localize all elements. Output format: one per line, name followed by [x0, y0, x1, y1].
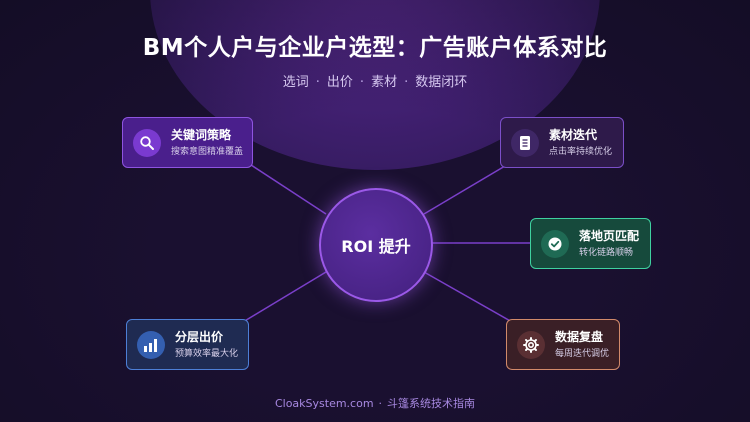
- check-circle-icon: [541, 229, 569, 258]
- connector-data-review: [423, 271, 513, 323]
- card-description: 每周迭代调优: [555, 348, 610, 359]
- footer-separator: ·: [378, 397, 383, 410]
- card-data-review: 数据复盘 每周迭代调优: [506, 319, 620, 370]
- card-creative-iteration: 素材迭代 点击率持续优化: [500, 117, 624, 168]
- card-title: 落地页匹配: [579, 228, 640, 243]
- footer-guide-text: 斗篷系统技术指南: [387, 397, 476, 410]
- card-title: 素材迭代: [549, 127, 598, 142]
- subtitle-item-keywords: 选词: [282, 75, 309, 90]
- document-icon: [511, 128, 539, 157]
- gear-icon: [517, 330, 545, 359]
- subtitle: 选词 · 出价 · 素材 · 数据闭环: [0, 71, 750, 90]
- card-description: 转化链路顺畅: [579, 247, 634, 258]
- card-title: 分层出价: [175, 329, 224, 344]
- card-description: 搜索意图精准覆盖: [171, 146, 244, 157]
- card-description: 预算效率最大化: [175, 348, 239, 359]
- roi-hub: ROI 提升: [319, 188, 433, 302]
- page-title: BM个人户与企业户选型：广告账户体系对比: [142, 35, 608, 61]
- card-landing-page-match: 落地页匹配 转化链路顺畅: [530, 218, 651, 269]
- subtitle-item-creative: 素材: [371, 75, 398, 90]
- subtitle-separator: ·: [315, 75, 320, 90]
- bar-chart-icon: [137, 330, 165, 359]
- footer-site-link[interactable]: CloakSystem.com: [274, 397, 374, 410]
- card-title: 关键词策略: [171, 127, 232, 142]
- card-tiered-bidding: 分层出价 预算效率最大化: [126, 319, 249, 370]
- card-keyword-strategy: 关键词策略 搜索意图精准覆盖: [122, 117, 253, 168]
- search-icon: [133, 128, 161, 157]
- connector-keywords: [247, 162, 327, 215]
- subtitle-item-bidding: 出价: [326, 75, 353, 90]
- card-description: 点击率持续优化: [549, 146, 613, 157]
- footer: CloakSystem.com · 斗篷系统技术指南: [0, 395, 750, 411]
- card-title: 数据复盘: [555, 329, 604, 344]
- subtitle-item-data-loop: 数据闭环: [415, 75, 468, 90]
- connector-creative: [423, 162, 511, 215]
- subtitle-separator: ·: [359, 75, 365, 90]
- connector-bidding: [242, 271, 327, 323]
- subtitle-separator: ·: [404, 75, 409, 90]
